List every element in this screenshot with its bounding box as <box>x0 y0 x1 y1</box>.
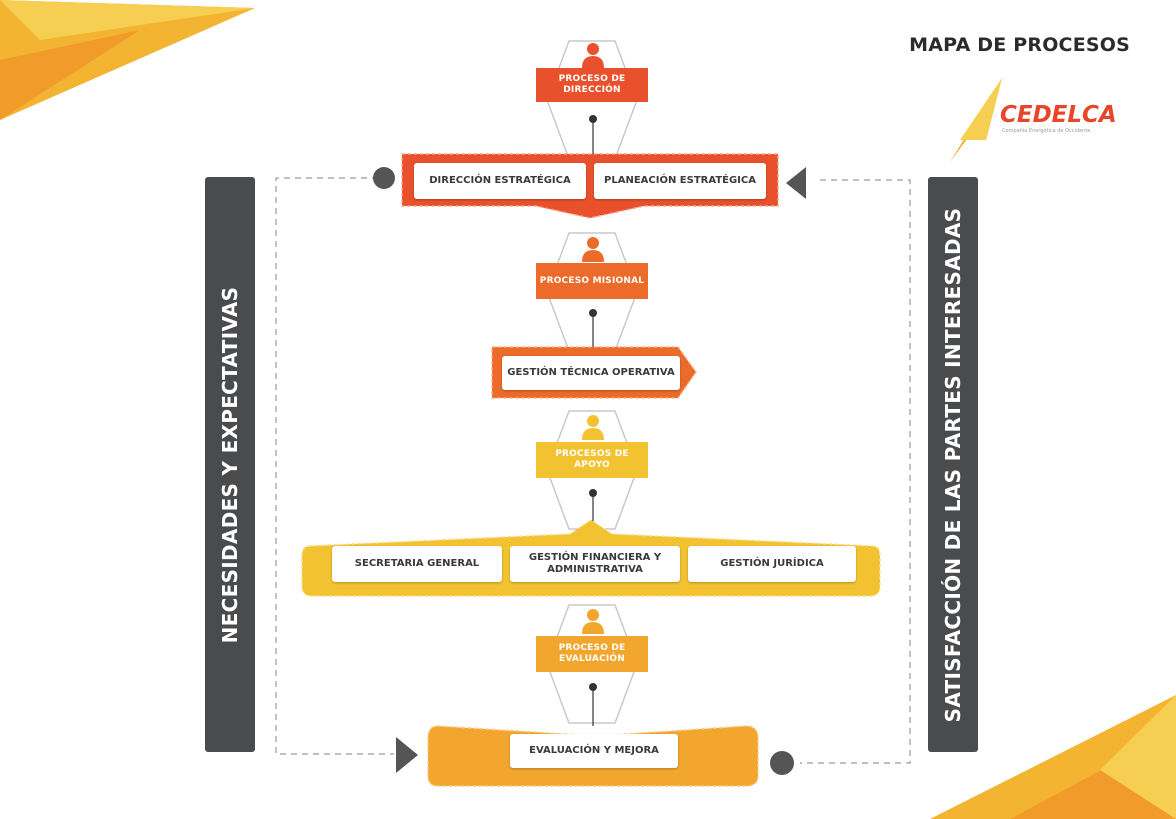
flow-connector <box>589 489 597 526</box>
process-label-direccion: PROCESO DE DIRECCIÓN <box>536 68 648 102</box>
corner-decoration-top-left <box>0 0 255 120</box>
process-label-apoyo: PROCESOS DE APOYO <box>536 442 648 478</box>
person-icon <box>582 415 604 440</box>
evaluacion-mejora-button[interactable]: EVALUACIÓN Y MEJORA <box>510 734 678 768</box>
connector-dot-top-left <box>373 167 395 189</box>
planeacion-estrategica-button[interactable]: PLANEACIÓN ESTRATÉGICA <box>594 163 766 199</box>
person-icon <box>582 237 604 262</box>
logo-icon <box>950 78 1002 162</box>
gestion-juridica-button[interactable]: GESTIÓN JURÍDICA <box>688 546 856 582</box>
person-icon <box>582 43 604 68</box>
person-icon <box>582 609 604 634</box>
gestion-tecnica-operativa-button[interactable]: GESTIÓN TÉCNICA OPERATIVA <box>502 356 680 390</box>
flow-connector <box>589 115 597 154</box>
process-label-evaluacion: PROCESO DE EVALUACIÓN <box>536 636 648 672</box>
flow-connector <box>589 309 597 348</box>
sidebar-left: NECESIDADES Y EXPECTATIVAS <box>205 177 255 752</box>
connector-arrow-top-right <box>786 167 806 199</box>
brand-logo-text: CEDELCA <box>1000 102 1117 128</box>
sidebar-right: SATISFACCIÓN DE LAS PARTES INTERESADAS <box>928 177 978 752</box>
brand-subtitle: Compañía Energética de Occidente <box>1002 128 1091 134</box>
connector-dot-bottom-right <box>770 751 794 775</box>
flow-connector <box>589 683 597 726</box>
direccion-estrategica-button[interactable]: DIRECCIÓN ESTRATÉGICA <box>414 163 586 199</box>
secretaria-general-button[interactable]: SECRETARIA GENERAL <box>332 546 502 582</box>
page-title: MAPA DE PROCESOS <box>909 34 1130 56</box>
corner-decoration-bottom-right <box>930 695 1176 819</box>
process-label-misional: PROCESO MISIONAL <box>536 263 648 299</box>
connector-arrow-bottom-left <box>396 737 418 773</box>
gestion-financiera-button[interactable]: GESTIÓN FINANCIERA Y ADMINISTRATIVA <box>510 546 680 582</box>
